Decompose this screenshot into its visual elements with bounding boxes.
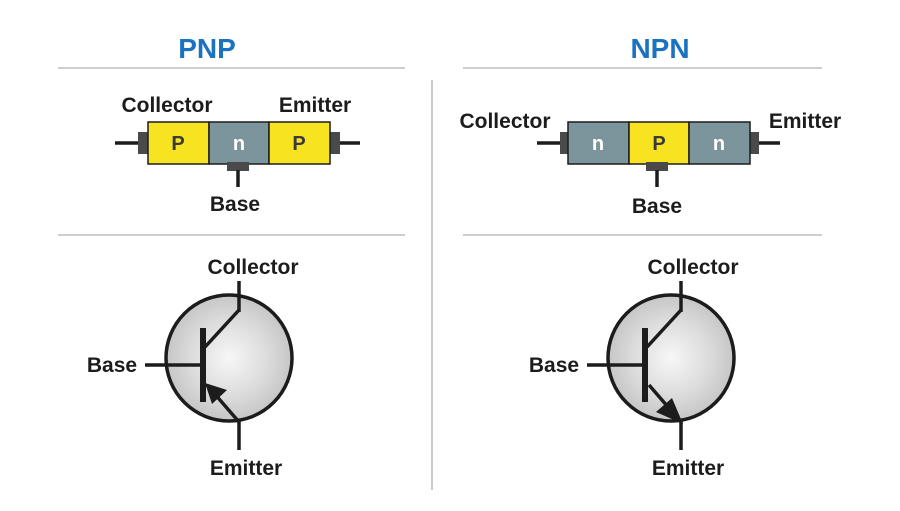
pnp-collector-terminal <box>138 132 149 154</box>
npn-collector-diagonal <box>645 308 683 349</box>
npn-transistor-symbol: Collector Base Emitter <box>529 256 739 480</box>
npn-collector-terminal <box>560 132 571 154</box>
npn-emitter-terminal <box>748 132 759 154</box>
npn-title: NPN <box>630 33 689 64</box>
pnp-block-emitter-label: Emitter <box>279 94 351 117</box>
npn-layer-p <box>628 121 690 165</box>
npn-symbol-emitter-label: Emitter <box>652 457 724 480</box>
pnp-layer-label-2: n <box>233 133 245 155</box>
npn-layer-label-2: P <box>652 133 665 155</box>
pnp-collector-diagonal <box>203 308 241 349</box>
pnp-layer-p-right <box>268 121 331 165</box>
npn-layer-n-left <box>567 121 630 165</box>
npn-block-emitter-label: Emitter <box>769 110 841 133</box>
pnp-layer-label-1: P <box>171 133 184 155</box>
npn-layer-label-3: n <box>713 133 725 155</box>
npn-layer-n-right <box>688 121 751 165</box>
pnp-emitter-terminal <box>329 132 340 154</box>
pnp-title: PNP <box>178 33 236 64</box>
npn-symbol-body <box>606 293 736 423</box>
npn-block-base-label: Base <box>632 195 682 218</box>
pnp-block-base-label: Base <box>210 193 260 216</box>
npn-emitter-arrow-icon <box>656 398 683 424</box>
pnp-base-terminal <box>227 162 249 171</box>
pnp-transistor-symbol: Collector Base Emitter <box>87 256 299 480</box>
pnp-symbol-body <box>164 293 294 423</box>
npn-base-terminal <box>646 162 668 171</box>
pnp-block-collector-label: Collector <box>121 94 212 117</box>
pnp-layer-n <box>208 121 270 165</box>
npn-junction-block: n P n Collector Emitter Base <box>459 110 841 218</box>
pnp-symbol-emitter-label: Emitter <box>210 457 282 480</box>
pnp-emitter-arrow-icon <box>205 383 227 404</box>
pnp-junction-block: P n P Collector Emitter Base <box>115 94 360 216</box>
npn-block-collector-label: Collector <box>459 110 550 133</box>
pnp-layer-label-3: P <box>292 133 305 155</box>
pnp-symbol-collector-label: Collector <box>207 256 298 279</box>
npn-layer-label-1: n <box>592 133 604 155</box>
pnp-symbol-base-label: Base <box>87 354 137 377</box>
npn-symbol-base-label: Base <box>529 354 579 377</box>
npn-symbol-collector-label: Collector <box>647 256 738 279</box>
